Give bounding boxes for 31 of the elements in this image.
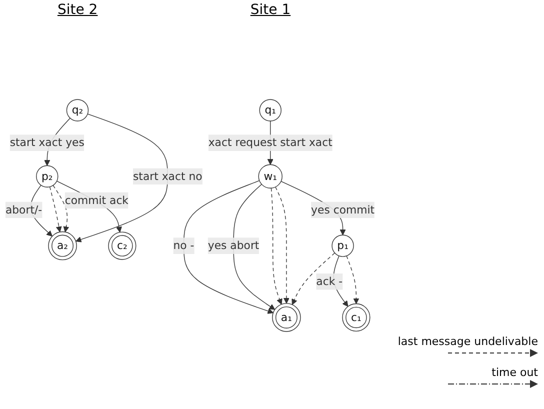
node-circle: a₁: [272, 303, 301, 332]
node-circle: p₂: [36, 165, 58, 188]
edge-label: yes commit: [311, 203, 375, 216]
node-circle: c₁: [342, 303, 370, 332]
edge-label: ack -: [316, 274, 343, 288]
legend-text: last message undelivable: [398, 335, 538, 348]
arrow: [76, 114, 168, 242]
node-circle: c₂: [108, 232, 136, 260]
node-circle: q₁: [259, 99, 282, 122]
node-circle: q₂: [66, 99, 89, 122]
node-circle: a₂: [48, 231, 77, 260]
edge-label: xact request start xact: [208, 136, 332, 149]
arrow: [52, 185, 70, 232]
site-heading: Site 1: [250, 2, 291, 18]
arrow: [183, 180, 274, 314]
edge-label: yes abort: [208, 238, 260, 252]
edge-label: start xact no: [132, 170, 202, 182]
arrow: [346, 256, 360, 304]
arrow: [233, 184, 276, 310]
arrow: [270, 188, 282, 305]
site-heading: Site 2: [57, 2, 98, 18]
node-circle: w₁: [258, 164, 282, 188]
edge-label: commit ack: [64, 194, 129, 207]
legend-text: time out: [492, 366, 538, 379]
arrow: [292, 252, 336, 305]
node-circle: p₁: [332, 234, 354, 257]
edge-label: abort/-: [5, 203, 42, 216]
edge-label: no -: [173, 238, 194, 252]
arrow: [49, 186, 62, 232]
arrow: [275, 186, 290, 304]
edge-label: start xact yes: [10, 136, 84, 149]
